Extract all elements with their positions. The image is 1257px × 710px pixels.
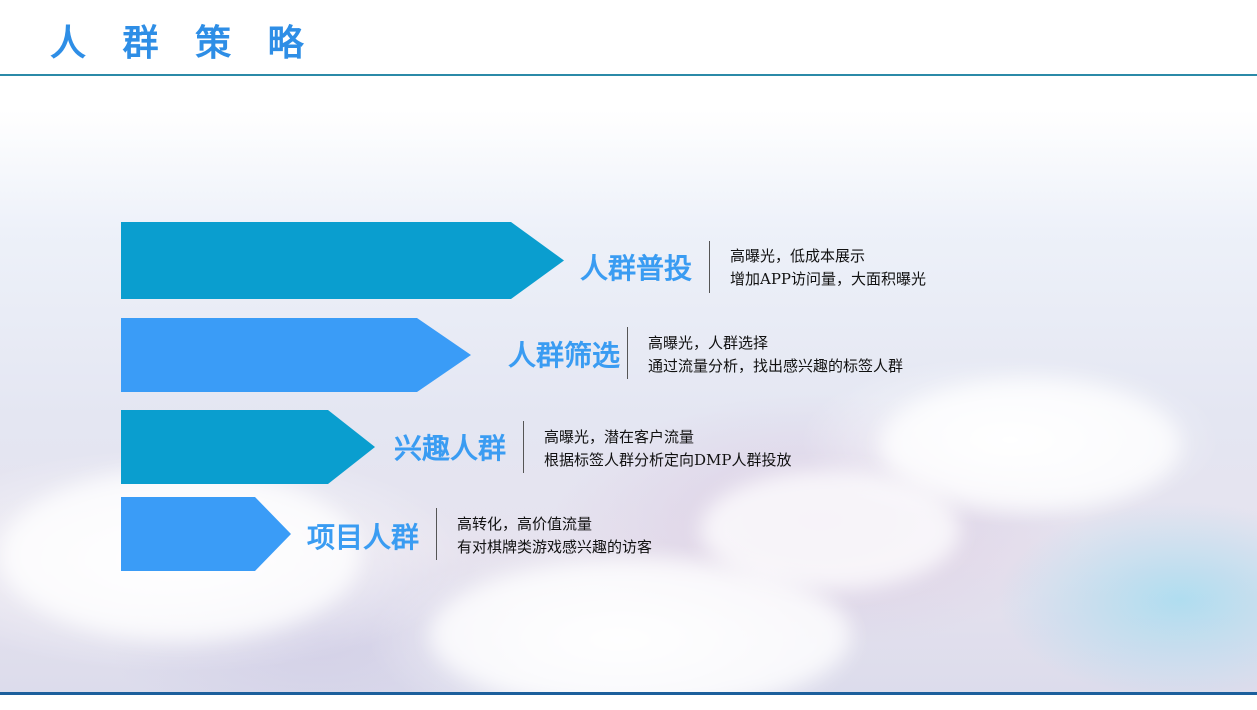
strategy-desc-4: 高转化，高价值流量 有对棋牌类游戏感兴趣的访客 [457,513,652,559]
desc-line-4b: 有对棋牌类游戏感兴趣的访客 [457,536,652,559]
page-title: 人 群 策 略 [50,22,316,66]
arrow-shape-3 [121,410,377,484]
desc-line-1a: 高曝光，低成本展示 [730,245,926,268]
strategy-label-1: 人群普投 [580,252,692,286]
desc-line-3a: 高曝光，潜在客户流量 [544,426,791,449]
strategy-desc-2: 高曝光，人群选择 通过流量分析，找出感兴趣的标签人群 [648,332,903,378]
desc-line-4a: 高转化，高价值流量 [457,513,652,536]
slide-header: 人 群 策 略 [0,0,1257,75]
desc-line-3b: 根据标签人群分析定向DMP人群投放 [544,449,791,472]
strategy-desc-1: 高曝光，低成本展示 增加APP访问量，大面积曝光 [730,245,926,291]
row-divider-2 [627,327,628,379]
strategy-label-4: 项目人群 [307,521,419,555]
row-divider-3 [523,421,524,473]
arrow-shape-2 [121,318,473,392]
desc-line-1b: 增加APP访问量，大面积曝光 [730,268,926,291]
row-divider-1 [709,241,710,293]
cloud-shape [700,470,960,590]
desc-line-2a: 高曝光，人群选择 [648,332,903,355]
desc-line-2b: 通过流量分析，找出感兴趣的标签人群 [648,355,903,378]
arrow-shape-1 [121,222,566,299]
arrow-shape-4 [121,497,293,571]
strategy-label-2: 人群筛选 [508,339,620,373]
strategy-label-3: 兴趣人群 [394,432,506,466]
row-divider-4 [436,508,437,560]
strategy-desc-3: 高曝光，潜在客户流量 根据标签人群分析定向DMP人群投放 [544,426,791,472]
header-divider [0,74,1257,76]
